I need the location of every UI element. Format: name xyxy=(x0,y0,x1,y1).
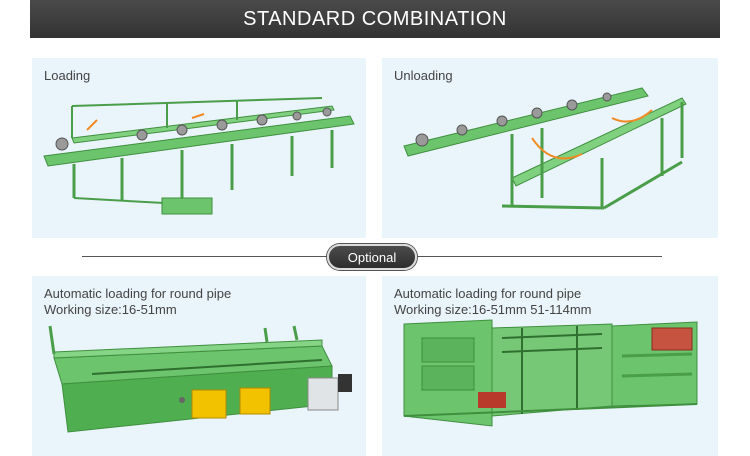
optional-badge: Optional xyxy=(327,244,417,270)
unloading-label: Unloading xyxy=(394,68,453,84)
unloading-panel: Unloading xyxy=(382,58,718,238)
auto-loading-large-machine-image xyxy=(403,319,698,427)
divider-right xyxy=(418,256,662,257)
unloading-label-line-1: Unloading xyxy=(394,68,453,83)
auto-loading-large-panel: Automatic loading for round pipe Working… xyxy=(382,276,718,456)
divider-left xyxy=(82,256,332,257)
section-header: STANDARD COMBINATION xyxy=(30,0,720,38)
auto-loading-small-label: Automatic loading for round pipe Working… xyxy=(44,286,231,318)
auto-loading-small-machine-image xyxy=(48,325,352,433)
section-title: STANDARD COMBINATION xyxy=(243,7,507,30)
auto-loading-large-label: Automatic loading for round pipe Working… xyxy=(394,286,591,318)
auto-loading-small-label-line-2: Working size:16-51mm xyxy=(44,302,177,317)
auto-loading-small-label-line-1: Automatic loading for round pipe xyxy=(44,286,232,301)
auto-loading-large-label-line-1: Automatic loading for round pipe xyxy=(394,286,582,301)
loading-label: Loading xyxy=(44,68,90,84)
unloading-machine-image xyxy=(403,87,687,210)
auto-loading-small-panel: Automatic loading for round pipe Working… xyxy=(32,276,366,456)
loading-label-line-1: Loading xyxy=(44,68,91,83)
loading-panel: Loading xyxy=(32,58,366,238)
loading-machine-image xyxy=(43,97,355,215)
auto-loading-large-label-line-2: Working size:16-51mm 51-114mm xyxy=(394,302,592,317)
optional-label: Optional xyxy=(347,249,397,265)
